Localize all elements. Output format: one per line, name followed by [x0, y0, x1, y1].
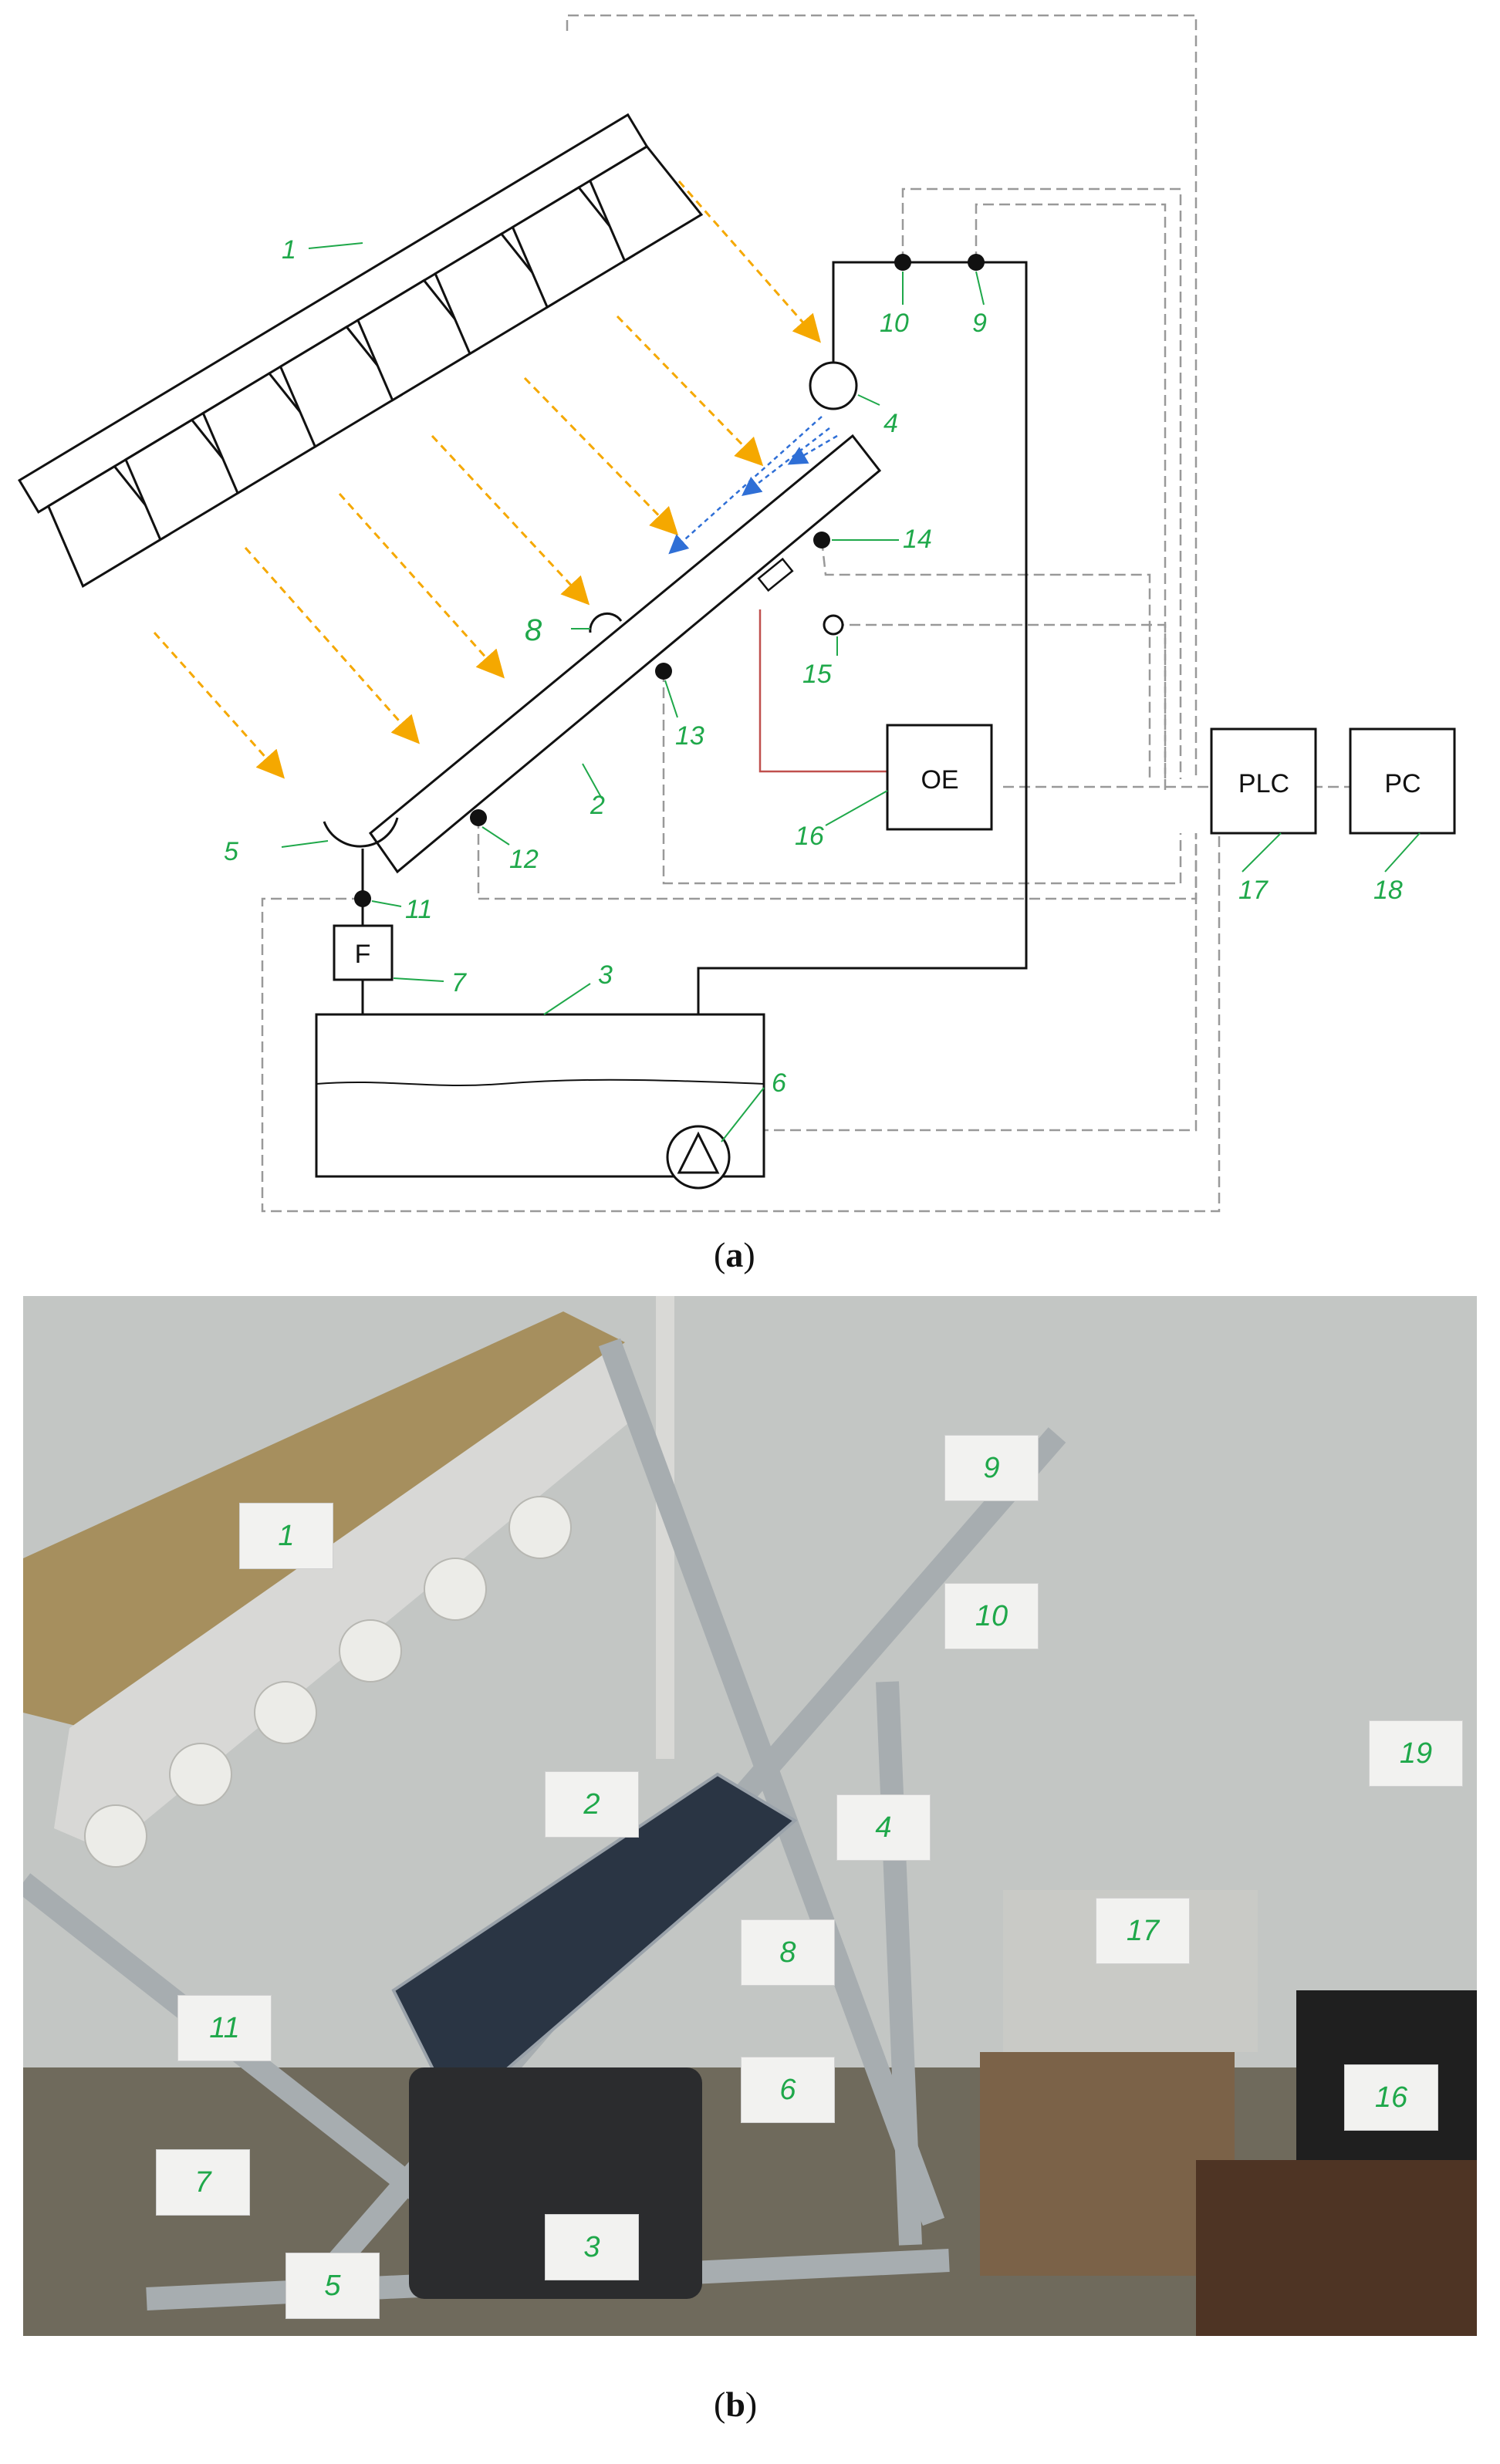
- photo-tag-6: 6: [741, 2057, 835, 2123]
- temperature-sensors: [354, 254, 985, 907]
- callout-11: 11: [405, 895, 432, 924]
- distributor-nozzle: [809, 361, 858, 410]
- lamp-bulbs: [84, 1496, 572, 1868]
- callout-8: 8: [525, 613, 542, 647]
- setup-photograph: 1 2 3 4 5 6 7 8 9 10 11 16 17 19: [23, 1296, 1477, 2336]
- callout-12: 12: [509, 845, 539, 874]
- pump: [666, 1125, 731, 1190]
- callout-10: 10: [880, 309, 909, 338]
- photo-tag-2: 2: [545, 1771, 639, 1838]
- callout-2: 2: [590, 791, 605, 820]
- callout-16: 16: [795, 822, 824, 851]
- lamp-reflectors: [46, 144, 704, 588]
- plc-box: [1210, 727, 1317, 835]
- oe-box: [886, 724, 993, 831]
- filter-box: [333, 924, 394, 981]
- foil-reflector: [54, 1350, 633, 1851]
- irradiance-sensor: [757, 557, 794, 592]
- photo-tag-3: 3: [545, 2214, 639, 2280]
- callout-13: 13: [675, 721, 704, 751]
- pv-panel: [368, 434, 882, 874]
- caption-a-letter: a: [725, 1235, 744, 1274]
- callout-5: 5: [224, 837, 238, 866]
- plc-label: PLC: [1238, 769, 1289, 798]
- photo-desk: [1196, 2160, 1477, 2336]
- photo-tag-9: 9: [944, 1435, 1039, 1501]
- coolant-flow: [668, 416, 838, 555]
- callout-15: 15: [802, 660, 832, 689]
- signal-wiring: [261, 14, 1350, 1213]
- photo-tag-1: 1: [239, 1503, 333, 1569]
- caption-a: (a): [714, 1235, 755, 1274]
- photo-tag-4: 4: [836, 1794, 931, 1861]
- pc-label: PC: [1384, 769, 1421, 798]
- light-rays: [153, 181, 821, 779]
- callout-3: 3: [598, 960, 613, 990]
- leader-lines: [281, 242, 1421, 1143]
- oe-label: OE: [921, 765, 958, 795]
- photo-tag-8: 8: [741, 1919, 835, 1986]
- caption-b: (b): [714, 2385, 758, 2424]
- callout-18: 18: [1373, 876, 1403, 905]
- photo-tag-7: 7: [156, 2149, 250, 2216]
- photo-tag-10: 10: [944, 1583, 1039, 1649]
- lamp-array: [18, 113, 704, 588]
- photo-tag-17: 17: [1096, 1898, 1190, 1964]
- callout-14: 14: [903, 525, 932, 554]
- callout-17: 17: [1238, 876, 1269, 905]
- callout-4: 4: [883, 409, 898, 438]
- flow-sensor: [589, 613, 623, 633]
- callout-7: 7: [451, 968, 467, 997]
- photo-tag-5: 5: [285, 2253, 380, 2319]
- callout-1: 1: [282, 235, 296, 265]
- system-schematic: F OE PLC PC 1 2 3 4 5 6 7: [18, 14, 1456, 1213]
- pc-box: [1349, 727, 1456, 835]
- callout-6: 6: [772, 1068, 786, 1098]
- caption-b-letter: b: [725, 2385, 745, 2424]
- callout-9: 9: [972, 309, 987, 338]
- power-cable: [758, 609, 887, 773]
- photo-tag-16: 16: [1344, 2064, 1438, 2131]
- photo-tag-11: 11: [177, 1995, 272, 2061]
- filter-label: F: [355, 940, 371, 969]
- collector-gutter: [323, 817, 399, 848]
- ambient-sensor: [823, 614, 844, 636]
- photo-table: [980, 2052, 1235, 2276]
- photo-tag-19: 19: [1369, 1720, 1463, 1787]
